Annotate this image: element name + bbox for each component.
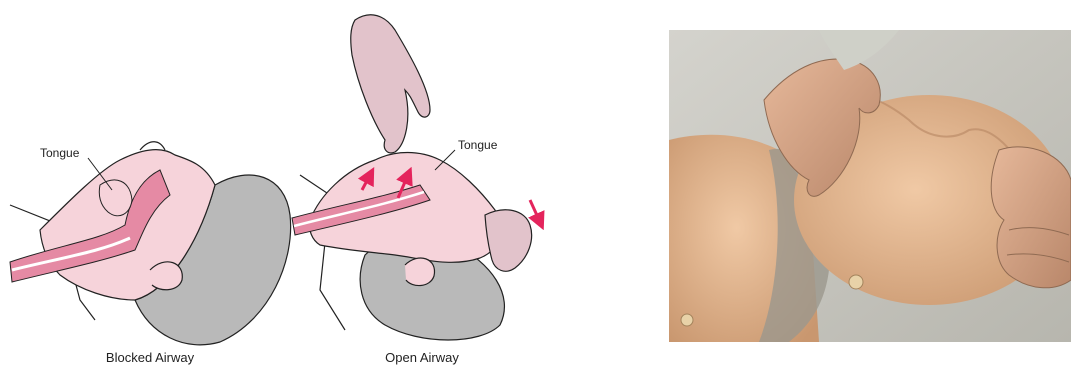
cpr-manikin-photo	[669, 30, 1071, 342]
left-tongue-label: Tongue	[40, 146, 80, 160]
rescuer-hand-chin	[485, 210, 532, 271]
rescuer-hand-forehead	[351, 15, 430, 153]
right-ear	[405, 258, 435, 286]
blocked-airway-caption: Blocked Airway	[60, 350, 240, 365]
airway-illustration: Tongue Tongue Blocke	[0, 0, 640, 370]
down-arrow	[530, 200, 540, 222]
photo-svg	[669, 30, 1071, 342]
manikin-shoulder-stud	[681, 314, 693, 326]
manikin-ear-stud	[849, 275, 863, 289]
open-airway-figure: Tongue	[292, 15, 540, 340]
hand-lifting-chin	[991, 147, 1071, 288]
open-airway-caption: Open Airway	[332, 350, 512, 365]
blocked-airway-figure: Tongue	[10, 142, 291, 345]
right-tongue-label: Tongue	[458, 138, 498, 152]
airway-diagram-svg: Tongue Tongue	[0, 0, 640, 370]
left-ear	[150, 262, 182, 290]
